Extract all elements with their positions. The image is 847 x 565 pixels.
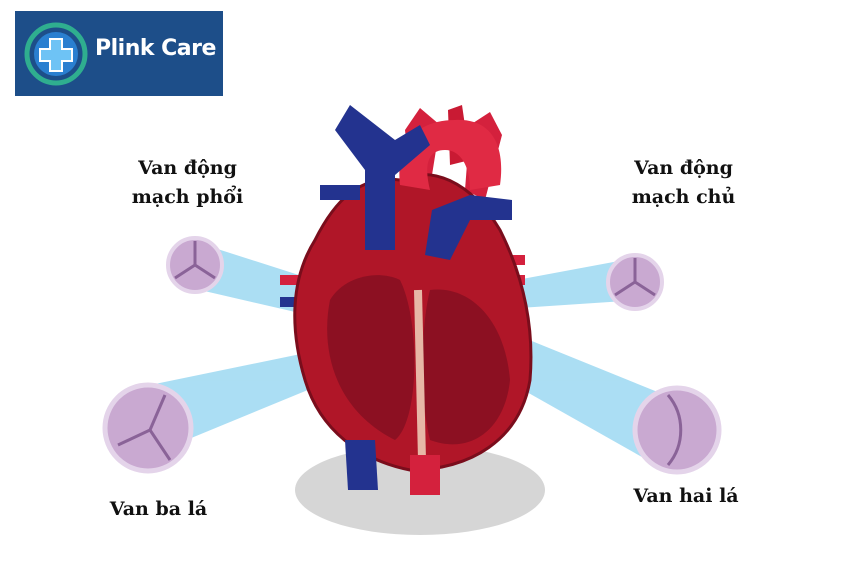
superior-vena-cava [335,105,430,250]
label-mitral-valve: Van hai lá [633,485,739,507]
label-aortic-line1: Van động [634,157,733,179]
label-pulmonary-valve: Van động mạch phổi [100,154,275,212]
label-pulmonary-line1: Van động [138,157,237,179]
logo-text: Plink Care [95,36,216,61]
right-ventricle [327,275,415,440]
pulmonary-artery [425,195,512,260]
inferior-vena-cava [345,440,378,490]
descending-aorta [410,455,440,495]
medical-cross-icon [24,22,88,86]
mitral-valve [632,385,722,475]
label-aortic-valve: Van động mạch chủ [596,154,771,212]
brand-logo: Plink Care [15,11,223,96]
septum [414,289,426,461]
pulmonary-valve [166,236,224,294]
left-ventricle [422,289,510,445]
tricuspid-valve [102,382,194,474]
label-tricuspid-valve: Van ba lá [109,498,208,520]
label-pulmonary-line2: mạch phổi [131,186,244,208]
label-aortic-line2: mạch chủ [631,186,736,208]
aortic-valve [606,253,664,311]
